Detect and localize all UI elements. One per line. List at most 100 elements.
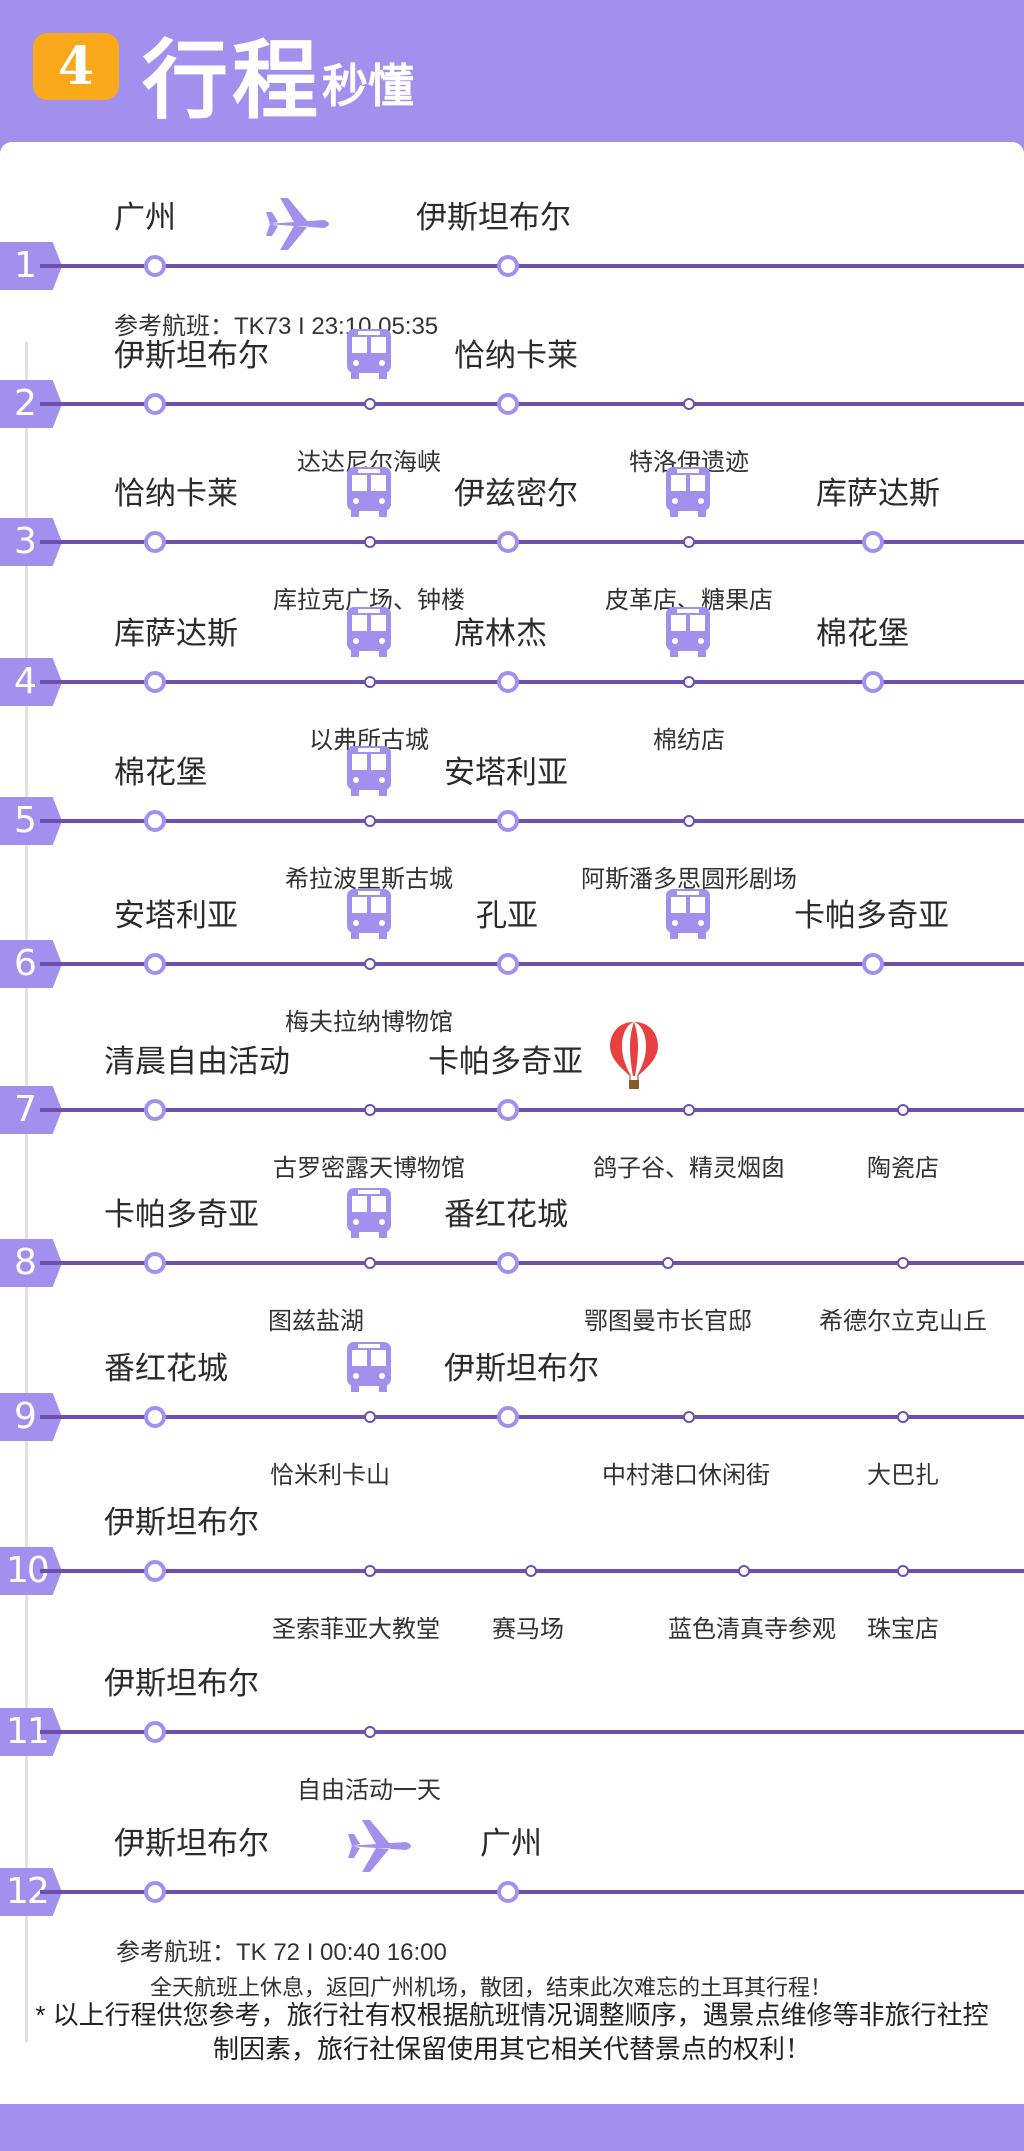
city-label: 伊斯坦布尔	[114, 338, 269, 373]
city-label: 伊斯坦布尔	[104, 1666, 259, 1701]
spot-label: 恰米利卡山	[270, 1462, 390, 1489]
city-node	[144, 255, 166, 277]
timeline	[40, 819, 1024, 823]
city-node	[144, 810, 166, 832]
spot-label: 蓝色清真寺参观	[668, 1616, 836, 1643]
timeline	[40, 680, 1024, 684]
timeline	[40, 1261, 1024, 1265]
spot-node	[683, 398, 695, 410]
itinerary-panel: 1 广州 伊斯坦布尔 参考航班：TK73 I 23:10 05:35 2 伊斯坦…	[0, 142, 1024, 2104]
day-tag: 2	[0, 380, 62, 428]
spot-label: 古罗密露天博物馆	[273, 1155, 465, 1182]
city-label: 席林杰	[454, 616, 547, 651]
city-label: 恰纳卡莱	[114, 476, 238, 511]
spot-node	[662, 1257, 674, 1269]
city-node	[497, 953, 519, 975]
spot-label: 希拉波里斯古城	[285, 866, 453, 893]
spot-label: 珠宝店	[867, 1616, 939, 1643]
bus-icon	[347, 467, 391, 517]
spot-label: 赛马场	[492, 1616, 564, 1643]
city-label: 伊斯坦布尔	[416, 200, 571, 235]
timeline	[40, 1890, 1024, 1894]
day-row-1: 1 广州 伊斯坦布尔 参考航班：TK73 I 23:10 05:35	[0, 180, 1024, 340]
spot-label: 鸽子谷、精灵烟囱	[593, 1155, 785, 1182]
city-label: 棉花堡	[114, 755, 207, 790]
bus-icon	[666, 467, 710, 517]
day-tag: 1	[0, 242, 62, 290]
spot-node	[897, 1411, 909, 1423]
city-label: 伊斯坦布尔	[104, 1505, 259, 1540]
spot-label: 鄂图曼市长官邸	[584, 1308, 752, 1335]
spot-node	[897, 1104, 909, 1116]
disclaimer: * 以上行程供您参考，旅行社有权根据航班情况调整顺序，遇景点维修等非旅行社控制因…	[35, 2000, 989, 2064]
spot-node	[364, 1411, 376, 1423]
city-node	[144, 1252, 166, 1274]
spot-node	[897, 1565, 909, 1577]
city-label: 库萨达斯	[816, 476, 940, 511]
spot-node	[364, 958, 376, 970]
day-row-8: 8 卡帕多奇亚 番红花城 图兹盐湖 鄂图曼市长官邸 希德尔立克山丘	[0, 1177, 1024, 1335]
city-label: 番红花城	[444, 1197, 568, 1232]
city-label: 棉花堡	[816, 616, 909, 651]
city-label: 卡帕多奇亚	[104, 1197, 259, 1232]
spot-node	[364, 1565, 376, 1577]
city-node	[497, 393, 519, 415]
spot-label: 圣索菲亚大教堂	[272, 1616, 440, 1643]
city-label: 卡帕多奇亚	[428, 1044, 583, 1079]
spot-node	[738, 1565, 750, 1577]
city-node	[497, 1881, 519, 1903]
city-label: 安塔利亚	[444, 755, 568, 790]
city-label: 伊兹密尔	[454, 476, 578, 511]
city-label: 安塔利亚	[114, 898, 238, 933]
city-label: 广州	[114, 200, 176, 235]
city-node	[144, 393, 166, 415]
city-label: 清晨自由活动	[104, 1044, 290, 1079]
city-node	[497, 671, 519, 693]
bus-icon	[666, 607, 710, 657]
spot-label: 梅夫拉纳博物馆	[285, 1009, 453, 1036]
day-row-6: 6 安塔利亚 孔亚 卡帕多奇亚 梅夫拉纳博物馆	[0, 878, 1024, 1036]
day-row-12: 12 伊斯坦布尔 广州 参考航班：TK 72 I 00:40 16:00 全天航…	[0, 1806, 1024, 2000]
spot-node	[683, 815, 695, 827]
spot-node	[364, 398, 376, 410]
day-connector-line	[25, 342, 28, 2042]
day-row-4: 4 库萨达斯 席林杰 棉花堡 以弗所古城 棉纺店	[0, 596, 1024, 754]
day-row-10: 10 伊斯坦布尔 圣索菲亚大教堂 赛马场 蓝色清真寺参观 珠宝店	[0, 1485, 1024, 1643]
section-subtitle: 秒懂	[322, 59, 414, 113]
city-node	[497, 255, 519, 277]
section-number-badge: 4	[33, 33, 119, 100]
spot-label: 图兹盐湖	[268, 1308, 364, 1335]
spot-node	[364, 536, 376, 548]
bus-icon	[347, 1188, 391, 1238]
spot-node	[364, 815, 376, 827]
day-tag: 11	[0, 1708, 62, 1756]
plane-icon	[266, 198, 329, 250]
timeline	[40, 1730, 1024, 1734]
spot-label: 陶瓷店	[867, 1155, 939, 1182]
timeline	[40, 1108, 1024, 1112]
spot-label: 大巴扎	[867, 1462, 939, 1489]
section-title: 行程	[142, 30, 322, 131]
city-node	[497, 1099, 519, 1121]
day-row-2: 2 伊斯坦布尔 恰纳卡莱 达达尼尔海峡 特洛伊遗迹	[0, 318, 1024, 476]
city-label: 卡帕多奇亚	[794, 898, 949, 933]
spot-node	[683, 536, 695, 548]
spot-label: 希德尔立克山丘	[819, 1308, 987, 1335]
bus-icon	[347, 1342, 391, 1392]
city-label: 伊斯坦布尔	[114, 1826, 269, 1861]
city-node	[144, 671, 166, 693]
spot-node	[364, 1726, 376, 1738]
city-label: 广州	[480, 1826, 542, 1861]
spot-node	[683, 1411, 695, 1423]
city-label: 库萨达斯	[114, 616, 238, 651]
city-node	[862, 671, 884, 693]
spot-node	[897, 1257, 909, 1269]
spot-node	[364, 1104, 376, 1116]
bus-icon	[666, 889, 710, 939]
spot-label: 自由活动一天	[297, 1777, 441, 1804]
city-node	[144, 1099, 166, 1121]
city-label: 孔亚	[476, 898, 538, 933]
spot-label: 阿斯潘多思圆形剧场	[581, 866, 797, 893]
city-node	[497, 531, 519, 553]
city-node	[144, 1721, 166, 1743]
